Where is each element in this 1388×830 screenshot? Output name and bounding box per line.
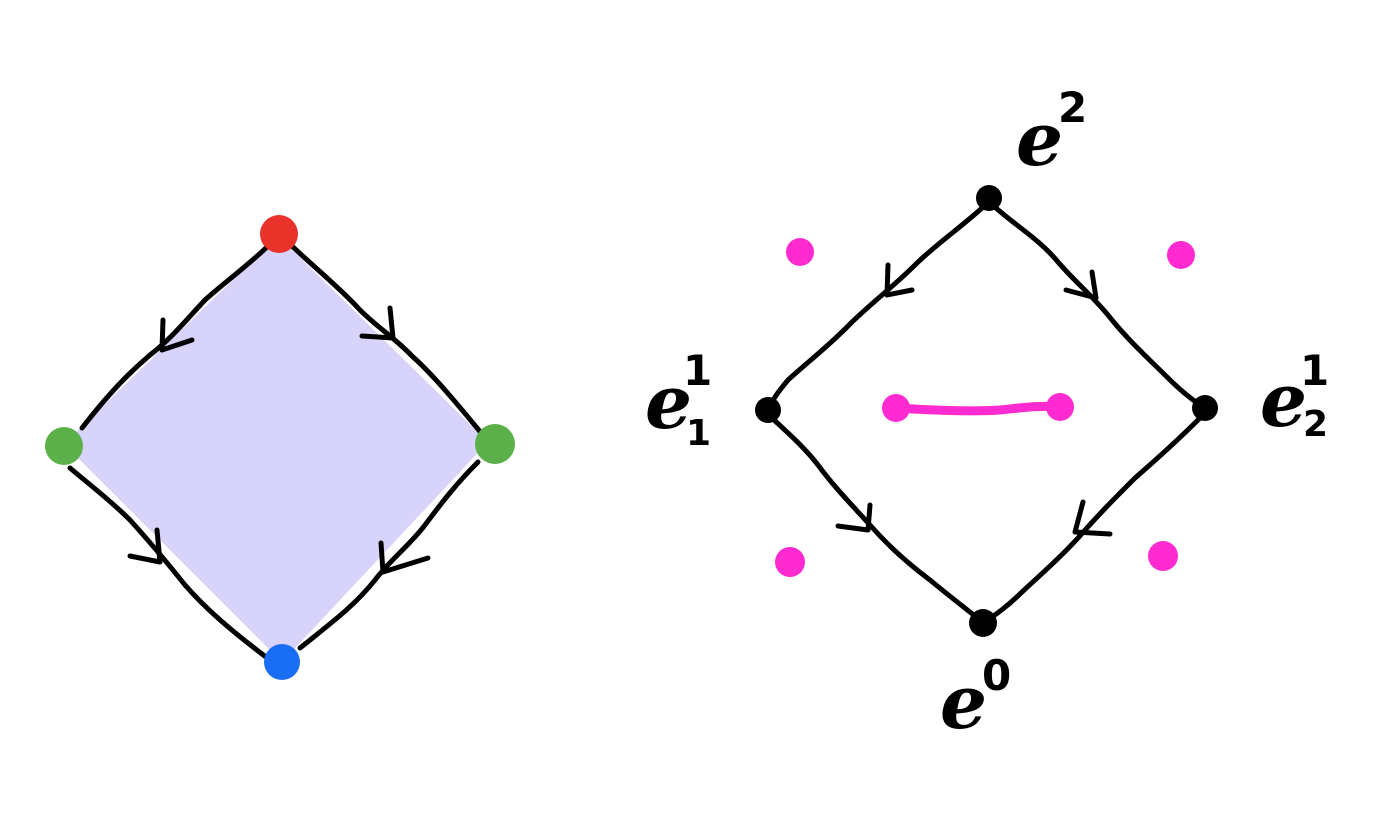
label-e1-2-sub: 2 <box>1303 404 1328 445</box>
label-e0-sup: 0 <box>982 651 1011 700</box>
dual-point-bottom-left <box>775 547 805 577</box>
vertex-e1-1 <box>755 397 781 423</box>
dual-edge-end-right <box>1046 393 1074 421</box>
edge-top-left <box>79 243 271 431</box>
edge-e12-e0 <box>982 415 1203 625</box>
edge-left-bottom <box>67 465 273 663</box>
vertex-e0 <box>969 609 997 637</box>
dual-point-top-left <box>786 238 814 266</box>
arrow-e2-e12 <box>1063 269 1099 301</box>
label-e1-1-sup: 1 <box>683 346 712 395</box>
edge-right-bottom <box>297 459 481 651</box>
edge-e2-e12 <box>993 205 1203 408</box>
arrow-top-left <box>159 317 195 353</box>
vertex-e1-2 <box>1192 395 1218 421</box>
arrow-left-bottom <box>127 527 163 565</box>
arrow-top-right <box>359 305 396 341</box>
dual-edge-end-left <box>882 394 910 422</box>
dual-point-top-right <box>1167 241 1195 269</box>
label-e2-sup: 2 <box>1058 83 1087 132</box>
filled-square-region <box>64 236 488 662</box>
label-e0: e 0 <box>940 651 1011 746</box>
dual-edge <box>890 401 1065 416</box>
label-e2-base: e <box>1016 97 1063 183</box>
label-e1-1-base: e <box>645 360 692 446</box>
left-diagram <box>45 215 515 680</box>
label-e1-1: e 1 1 <box>645 346 712 454</box>
label-e1-2-sup: 1 <box>1300 346 1329 395</box>
label-e1-2-base: e <box>1260 358 1307 444</box>
label-e1-1-sub: 1 <box>686 413 711 454</box>
right-vertex <box>475 424 515 464</box>
arrow-e11-e0 <box>835 502 873 533</box>
vertex-e2 <box>976 185 1002 211</box>
arrow-right-bottom <box>378 540 431 575</box>
label-e2: e 2 <box>1016 83 1087 183</box>
bottom-vertex <box>264 644 300 680</box>
arrow-e2-e11 <box>884 262 915 298</box>
dual-point-bottom-right <box>1148 541 1178 571</box>
label-e0-base: e <box>940 660 987 746</box>
label-e1-2: e 1 2 <box>1260 346 1329 445</box>
top-vertex <box>260 215 298 253</box>
edge-e11-e0 <box>769 415 983 623</box>
left-vertex <box>45 427 83 465</box>
arrow-e12-e0 <box>1072 499 1113 537</box>
edge-e2-e11 <box>767 205 985 411</box>
right-diagram: e 2 e 1 1 e 1 2 e 0 <box>645 83 1329 746</box>
